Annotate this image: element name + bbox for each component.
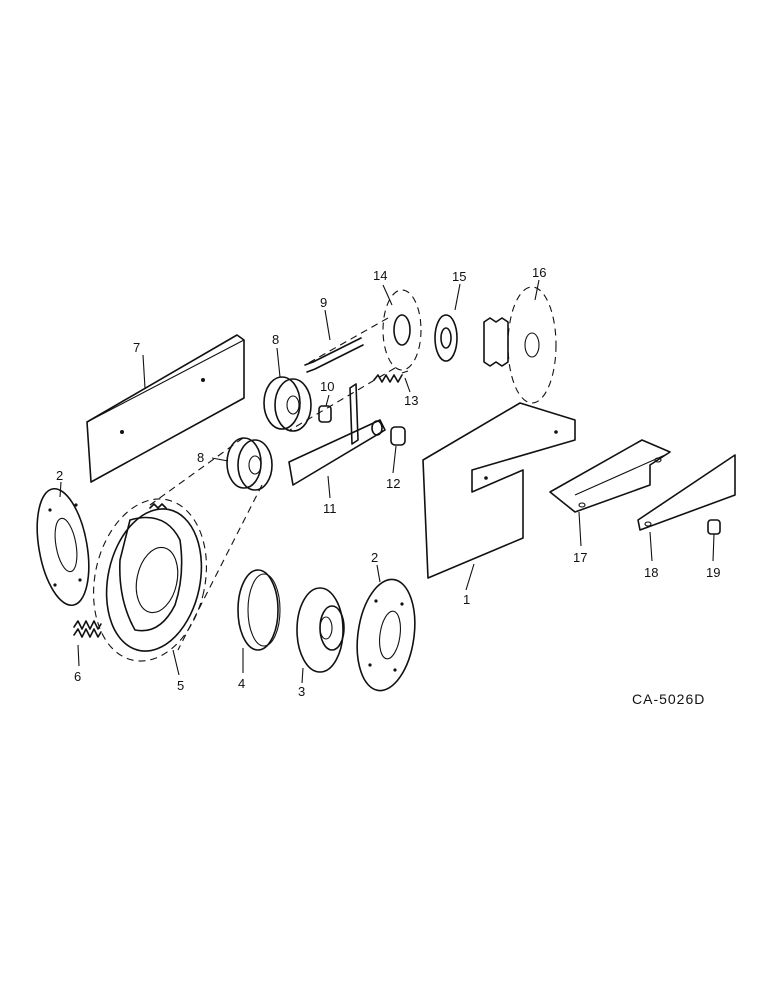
callout-5: 5 <box>177 678 184 693</box>
part-sprocket-large <box>483 286 557 404</box>
part-pulley-lower <box>226 437 273 491</box>
part-bearing <box>434 314 458 362</box>
part-bushing-10 <box>318 405 332 423</box>
part-flange-plate-left <box>36 487 90 607</box>
part-shield <box>422 402 576 579</box>
part-chain <box>304 337 364 373</box>
callout-labels: 1 2 2 3 4 5 6 7 8 8 9 10 11 12 13 14 15 … <box>56 265 720 699</box>
callout-8-upper: 8 <box>272 332 279 347</box>
callout-2-right: 2 <box>371 550 378 565</box>
callout-13: 13 <box>404 393 418 408</box>
callout-10: 10 <box>320 379 334 394</box>
callout-11: 11 <box>323 501 337 516</box>
callout-14: 14 <box>373 268 387 283</box>
callout-9: 9 <box>320 295 327 310</box>
part-spring <box>73 620 102 638</box>
callout-18: 18 <box>644 565 658 580</box>
callout-15: 15 <box>452 269 466 284</box>
drawing-code: CA-5026D <box>632 691 705 707</box>
callout-12: 12 <box>386 476 400 491</box>
part-pulley-upper <box>263 376 312 432</box>
part-arm-bracket <box>288 383 386 486</box>
part-bushing-19 <box>707 519 721 535</box>
part-bushing-12 <box>390 426 406 446</box>
callout-4: 4 <box>238 676 245 691</box>
part-wheel-housing <box>93 498 207 662</box>
callout-1: 1 <box>463 592 470 607</box>
part-flange-plate-right <box>356 578 416 692</box>
callout-16: 16 <box>532 265 546 280</box>
belt-routing-lines <box>149 317 396 651</box>
leader-lines <box>59 279 715 684</box>
callout-17: 17 <box>573 550 587 565</box>
part-angle-bracket <box>549 439 671 513</box>
callout-3: 3 <box>298 684 305 699</box>
callout-7: 7 <box>133 340 140 355</box>
part-plate <box>637 454 736 531</box>
part-sprocket-small <box>382 289 422 371</box>
part-hub <box>296 587 345 673</box>
part-spring-pin <box>373 370 409 383</box>
callout-19: 19 <box>706 565 720 580</box>
part-angle-bar <box>86 334 245 483</box>
part-ring <box>237 569 281 651</box>
callout-2-left: 2 <box>56 468 63 483</box>
callout-8-lower: 8 <box>197 450 204 465</box>
callout-6: 6 <box>74 669 81 684</box>
